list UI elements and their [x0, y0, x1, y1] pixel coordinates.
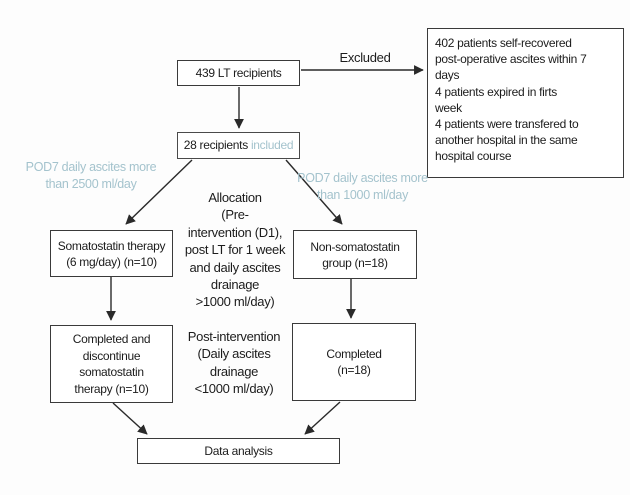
node-somatostatin-therapy: Somatostatin therapy (6 mg/day) (n=10)	[50, 230, 173, 277]
pod7-right-label: POD7 daily ascites more than 1000 ml/day	[297, 171, 428, 202]
node-non-somatostatin-group: Non-somatostatin group (n=18)	[293, 230, 417, 279]
node-lt-recipients: 439 LT recipients	[177, 60, 300, 86]
node-included-word: included	[250, 138, 294, 152]
post-intervention-note: Post-intervention (Daily ascites drainag…	[187, 329, 281, 397]
allocation-note: Allocation (Pre- intervention (D1), post…	[184, 190, 286, 310]
node-data-analysis: Data analysis	[137, 438, 340, 464]
pod7-left-label: POD7 daily ascites more than 2500 ml/day	[25, 160, 157, 191]
node-completed-somatostatin: Completed and discontinue somatostatin t…	[50, 325, 173, 403]
node-excluded-reasons-text: 402 patients self-recovered post-operati…	[435, 36, 587, 164]
node-included-recipients: 28 recipients included	[177, 132, 300, 159]
node-data-analysis-label: Data analysis	[204, 443, 273, 458]
arrow-right-to-data-analysis	[304, 401, 341, 435]
node-included-count: 28 recipients	[183, 138, 248, 152]
node-excluded-reasons: 402 patients self-recovered post-operati…	[427, 28, 624, 178]
node-completed-control: Completed (n=18)	[292, 323, 416, 401]
node-lt-recipients-label: 439 LT recipients	[195, 65, 282, 80]
arrow-left-to-data-analysis	[112, 402, 148, 435]
excluded-arrow-label: Excluded	[339, 50, 391, 65]
